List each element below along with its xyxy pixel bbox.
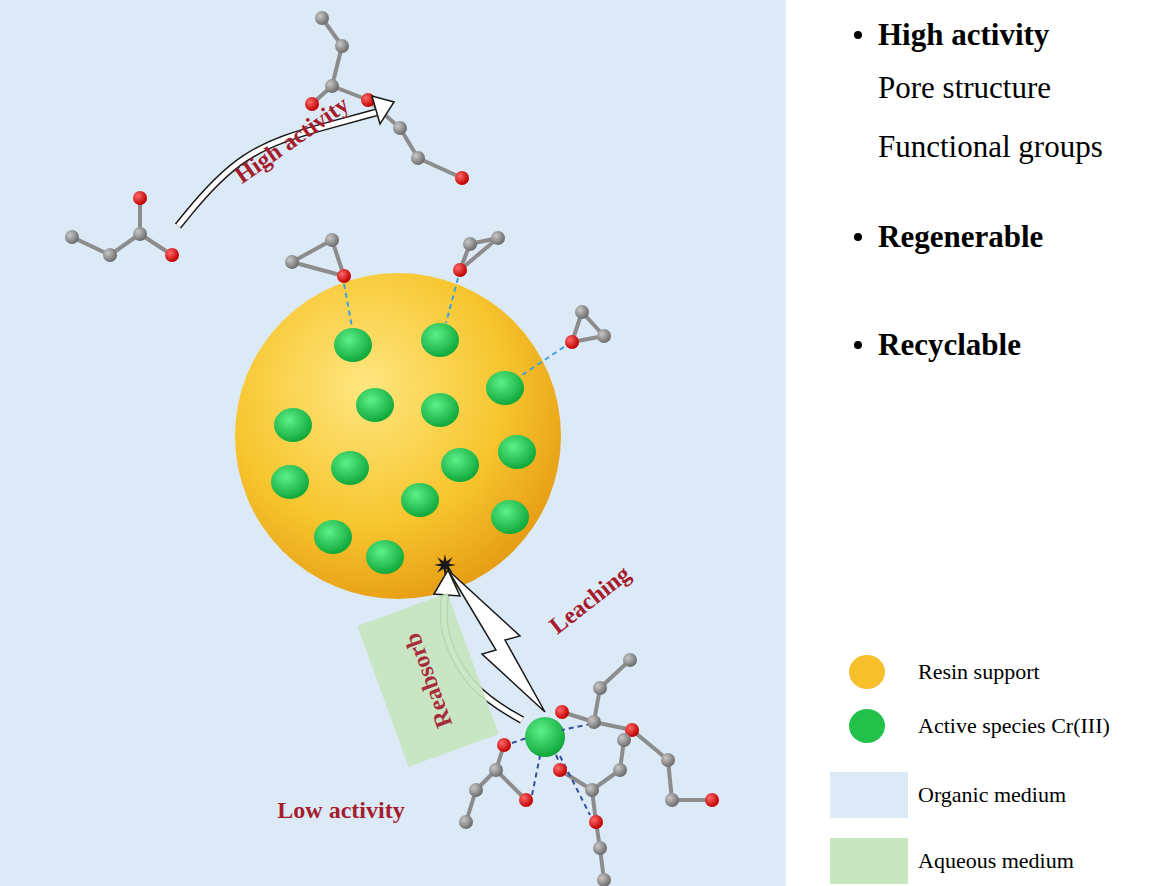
molecules bbox=[65, 11, 719, 886]
cr-site bbox=[274, 408, 312, 442]
cr-site bbox=[486, 371, 524, 405]
molecule bbox=[446, 231, 505, 323]
resin-sphere bbox=[235, 273, 561, 599]
cr-site bbox=[441, 448, 479, 482]
cr-site bbox=[334, 328, 372, 362]
legend-swatch bbox=[830, 838, 908, 884]
cr-site bbox=[314, 520, 352, 554]
molecule bbox=[65, 191, 179, 262]
defect-mark bbox=[434, 554, 456, 576]
molecule bbox=[553, 733, 631, 886]
leached-cr bbox=[525, 717, 565, 757]
legend-swatch bbox=[849, 655, 885, 689]
arrows bbox=[178, 31, 862, 720]
cr-site bbox=[421, 323, 459, 357]
feature-item: Functional groups bbox=[878, 129, 1103, 165]
cr-site bbox=[366, 540, 404, 574]
legend-text: Organic medium bbox=[918, 782, 1066, 808]
cr-site bbox=[271, 465, 309, 499]
activity-arrow bbox=[178, 112, 378, 226]
molecule bbox=[459, 738, 540, 829]
cr-site bbox=[401, 483, 439, 517]
cr-site bbox=[421, 393, 459, 427]
legend-swatch bbox=[830, 772, 908, 818]
feature-heading: Regenerable bbox=[878, 219, 1043, 255]
resin-support bbox=[235, 273, 561, 599]
state-label: Low activity bbox=[277, 797, 404, 824]
cr-site bbox=[491, 500, 529, 534]
feature-item: Pore structure bbox=[878, 70, 1051, 106]
bullet bbox=[854, 31, 862, 39]
molecule bbox=[285, 233, 352, 327]
legend-swatch bbox=[849, 709, 885, 743]
legend-text: Aqueous medium bbox=[918, 848, 1074, 874]
legend-text: Active species Cr(III) bbox=[918, 713, 1110, 739]
feature-heading: High activity bbox=[878, 17, 1049, 53]
feature-heading: Recyclable bbox=[878, 327, 1021, 363]
molecule bbox=[522, 305, 611, 375]
cr-site bbox=[498, 435, 536, 469]
legend-text: Resin support bbox=[918, 659, 1040, 685]
bullet bbox=[854, 341, 862, 349]
band-label: Reabsorb bbox=[398, 629, 457, 731]
cr-site bbox=[331, 451, 369, 485]
bullet bbox=[854, 233, 862, 241]
molecule bbox=[555, 653, 719, 807]
cr-site bbox=[356, 388, 394, 422]
